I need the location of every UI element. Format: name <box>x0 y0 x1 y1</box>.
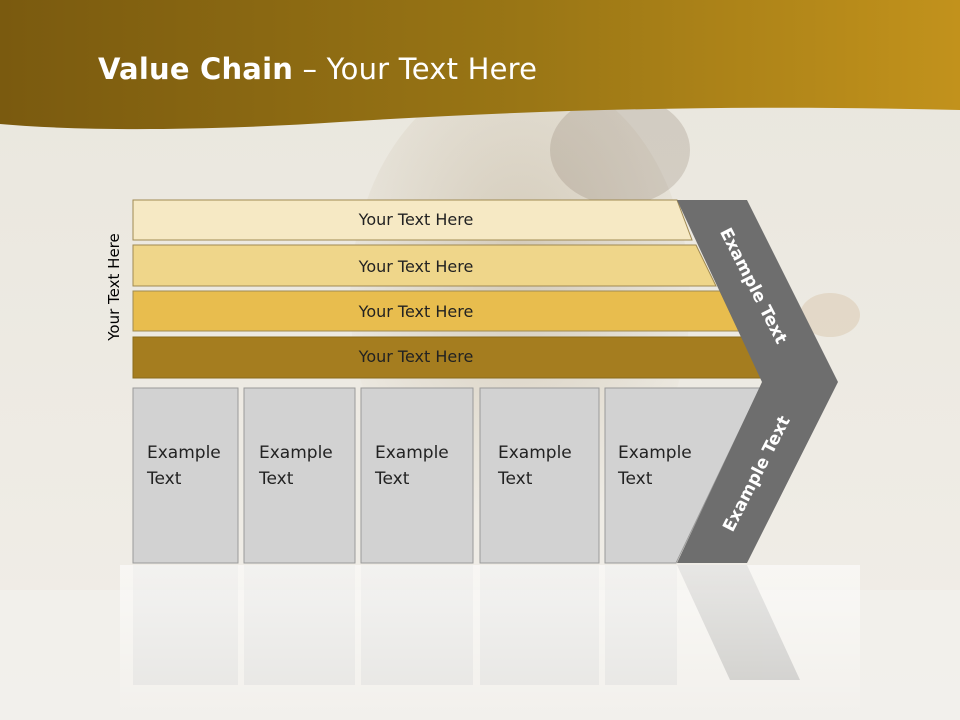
activity-box-4 <box>479 387 600 564</box>
title-rest: – Your Text Here <box>293 52 538 86</box>
background-figure-head <box>550 95 690 205</box>
activity-box-2-line2: Text <box>259 469 294 489</box>
activity-box-1-label: Example Text <box>147 440 221 492</box>
activity-box-3-label: Example Text <box>375 440 449 492</box>
activity-box-5-line2: Text <box>618 469 653 489</box>
margin-chevron <box>677 200 838 563</box>
slide-title: Value Chain – Your Text Here <box>98 52 537 86</box>
activity-box-1-line2: Text <box>147 469 182 489</box>
activity-box-5-label: Example Text <box>618 440 692 492</box>
background-figure-hand <box>800 293 860 337</box>
activity-box-4-line1: Example <box>498 443 572 463</box>
chain-row-2-label: Your Text Here <box>358 257 474 276</box>
activity-box-3-line1: Example <box>375 443 449 463</box>
activity-box-1 <box>132 387 239 564</box>
activity-box-4-label: Example Text <box>498 440 572 492</box>
header-band <box>0 0 960 130</box>
activity-box-2-label: Example Text <box>259 440 333 492</box>
chain-row-1 <box>132 199 693 241</box>
activity-box-2-line1: Example <box>259 443 333 463</box>
activity-box-4-line2: Text <box>498 469 533 489</box>
activity-box-5 <box>604 387 761 564</box>
chain-row-3-label: Your Text Here <box>358 302 474 321</box>
activity-box-3-line2: Text <box>375 469 410 489</box>
activity-box-1-line1: Example <box>147 443 221 463</box>
activity-box-3 <box>360 387 474 564</box>
title-bold: Value Chain <box>98 52 294 86</box>
chain-row-4-label: Your Text Here <box>358 347 474 366</box>
chain-row-2 <box>132 244 717 287</box>
chain-row-1-label: Your Text Here <box>358 210 474 229</box>
activity-box-2 <box>243 387 356 564</box>
activity-box-5-line1: Example <box>618 443 692 463</box>
reflection-fade <box>120 565 860 720</box>
